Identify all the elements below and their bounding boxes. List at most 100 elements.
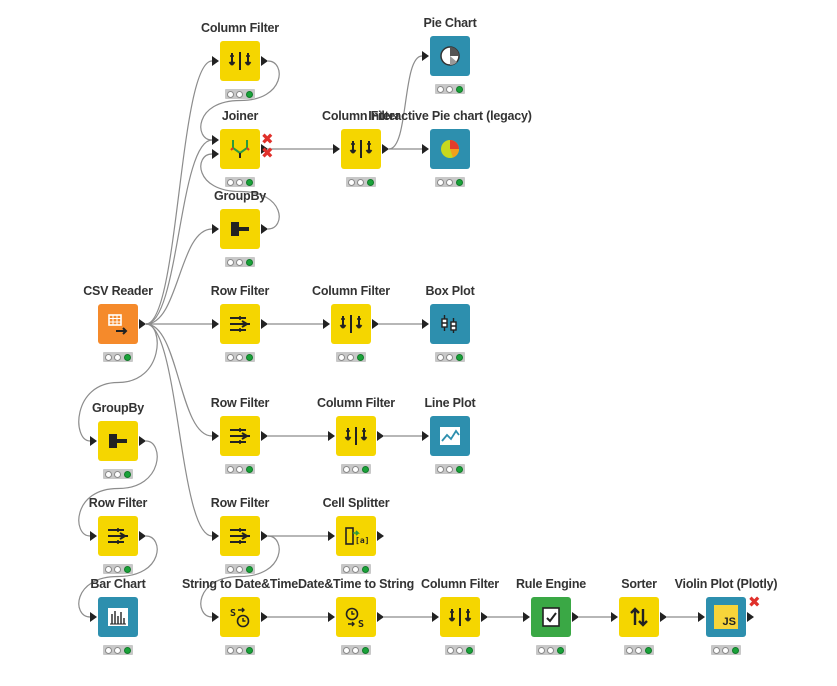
node-label[interactable]: Column Filter (201, 21, 279, 35)
pie-chart-icon[interactable] (430, 36, 470, 76)
input-port[interactable] (90, 612, 97, 622)
datetime-to-string-icon[interactable]: S (336, 597, 376, 637)
node-label[interactable]: Row Filter (210, 284, 270, 298)
node-groupby-top[interactable]: GroupBy (200, 189, 280, 279)
node-joiner[interactable]: Joiner✖✖ (200, 109, 280, 199)
input-port[interactable] (432, 612, 439, 622)
node-sorter[interactable]: Sorter (599, 577, 679, 667)
node-label[interactable]: Date&Time to String (297, 577, 415, 591)
node-label[interactable]: Cell Splitter (322, 496, 390, 510)
node-violin-plot[interactable]: Violin Plot (Plotly)JS✖ (675, 577, 778, 667)
row-filter-icon[interactable] (220, 304, 260, 344)
output-port[interactable] (261, 144, 268, 154)
input-port[interactable] (212, 319, 219, 329)
output-port[interactable] (747, 612, 754, 622)
node-interactive-pie[interactable]: Interactive Pie chart (legacy) (368, 109, 532, 199)
output-port[interactable] (261, 319, 268, 329)
node-label[interactable]: GroupBy (91, 401, 145, 415)
node-label[interactable]: CSV Reader (83, 284, 153, 298)
groupby-icon[interactable] (98, 421, 138, 461)
csv-reader-icon[interactable] (98, 304, 138, 344)
node-csv-reader[interactable]: CSV Reader (78, 284, 158, 374)
input-port[interactable] (328, 431, 335, 441)
node-rule-engine[interactable]: Rule Engine (511, 577, 591, 667)
output-port[interactable] (377, 612, 384, 622)
sorter-icon[interactable] (619, 597, 659, 637)
input-port[interactable] (212, 224, 219, 234)
output-port[interactable] (372, 319, 379, 329)
node-line-plot[interactable]: Line Plot (410, 396, 490, 486)
output-port[interactable] (261, 531, 268, 541)
bar-chart-icon[interactable] (98, 597, 138, 637)
node-label[interactable]: Row Filter (210, 496, 270, 510)
output-port[interactable] (139, 531, 146, 541)
input-port[interactable] (90, 531, 97, 541)
node-groupby-left[interactable]: GroupBy (78, 401, 158, 491)
column-filter-icon[interactable] (341, 129, 381, 169)
box-plot-icon[interactable] (430, 304, 470, 344)
node-label[interactable]: Joiner (221, 109, 259, 123)
node-label[interactable]: Column Filter (322, 109, 400, 123)
node-col-filter-mid[interactable]: Column Filter (321, 109, 401, 199)
node-label[interactable]: Sorter (621, 577, 657, 591)
node-box-plot[interactable]: Box Plot (410, 284, 490, 374)
column-filter-icon[interactable] (440, 597, 480, 637)
node-label[interactable]: Rule Engine (515, 577, 587, 591)
input-port[interactable] (333, 144, 340, 154)
node-col-filter-top[interactable]: Column Filter (200, 21, 280, 111)
node-label[interactable]: Line Plot (424, 396, 476, 410)
cell-splitter-icon[interactable]: [a] (336, 516, 376, 556)
output-port[interactable] (139, 436, 146, 446)
node-label[interactable]: Column Filter (312, 284, 390, 298)
output-port[interactable] (261, 56, 268, 66)
column-filter-icon[interactable] (220, 41, 260, 81)
node-row-filter-1[interactable]: Row Filter (200, 284, 280, 374)
node-label[interactable]: Column Filter (421, 577, 499, 591)
input-port[interactable] (212, 531, 219, 541)
row-filter-icon[interactable] (98, 516, 138, 556)
node-label[interactable]: Interactive Pie chart (legacy) (368, 109, 532, 123)
node-col-filter-1[interactable]: Column Filter (311, 284, 391, 374)
input-port[interactable] (323, 319, 330, 329)
pie-chart-color-icon[interactable] (430, 129, 470, 169)
input-port[interactable] (523, 612, 530, 622)
js-icon[interactable]: JS (706, 597, 746, 637)
node-label[interactable]: Box Plot (425, 284, 475, 298)
column-filter-icon[interactable] (331, 304, 371, 344)
row-filter-icon[interactable] (220, 416, 260, 456)
output-port[interactable] (261, 612, 268, 622)
input-port[interactable] (90, 436, 97, 446)
input-port[interactable] (422, 319, 429, 329)
output-port[interactable] (261, 431, 268, 441)
rule-engine-icon[interactable] (531, 597, 571, 637)
output-port[interactable] (261, 224, 268, 234)
node-label[interactable]: Violin Plot (Plotly) (674, 577, 778, 591)
input-port[interactable] (212, 431, 219, 441)
output-port[interactable] (377, 531, 384, 541)
node-label[interactable]: GroupBy (213, 189, 267, 203)
node-label[interactable]: Row Filter (210, 396, 270, 410)
node-label[interactable]: Column Filter (317, 396, 395, 410)
input-port[interactable] (422, 51, 429, 61)
input-port[interactable] (212, 135, 219, 145)
input-port[interactable] (212, 56, 219, 66)
output-port[interactable] (382, 144, 389, 154)
node-bar-chart[interactable]: Bar Chart (78, 577, 158, 667)
input-port[interactable] (212, 612, 219, 622)
node-col-filter-2[interactable]: Column Filter (316, 396, 396, 486)
string-to-datetime-icon[interactable]: S (220, 597, 260, 637)
input-port[interactable] (212, 149, 219, 159)
input-port[interactable] (611, 612, 618, 622)
output-port[interactable] (572, 612, 579, 622)
output-port[interactable] (139, 319, 146, 329)
line-plot-icon[interactable] (430, 416, 470, 456)
input-port[interactable] (698, 612, 705, 622)
output-port[interactable] (660, 612, 667, 622)
row-filter-icon[interactable] (220, 516, 260, 556)
input-port[interactable] (328, 531, 335, 541)
node-row-filter-2[interactable]: Row Filter (200, 396, 280, 486)
node-col-filter-3[interactable]: Column Filter (420, 577, 500, 667)
